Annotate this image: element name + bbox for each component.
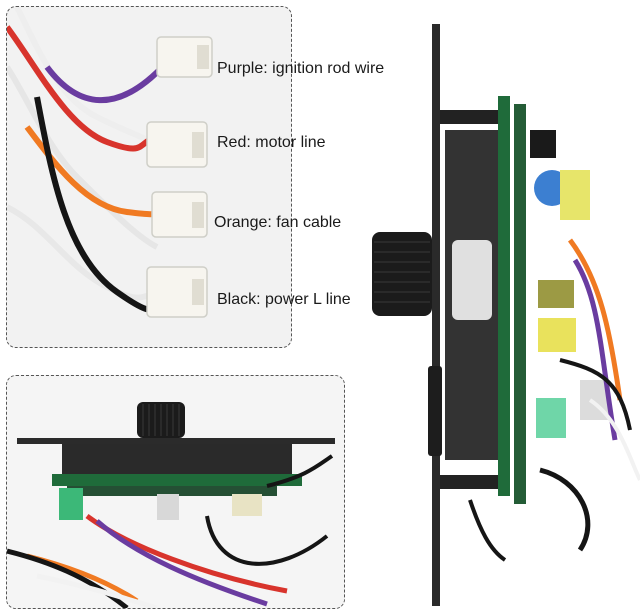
label-purple: Purple: ignition rod wire: [217, 60, 385, 77]
wiring-illustration: [7, 7, 213, 318]
label-black: Black: power L line: [217, 291, 351, 308]
label-orange: Orange: fan cable: [214, 214, 342, 231]
connector-wiring-photo: [6, 6, 292, 348]
board-top-illustration: [7, 376, 344, 608]
label-red: Red: motor line: [217, 134, 326, 151]
board-top-view-photo: [6, 375, 345, 609]
